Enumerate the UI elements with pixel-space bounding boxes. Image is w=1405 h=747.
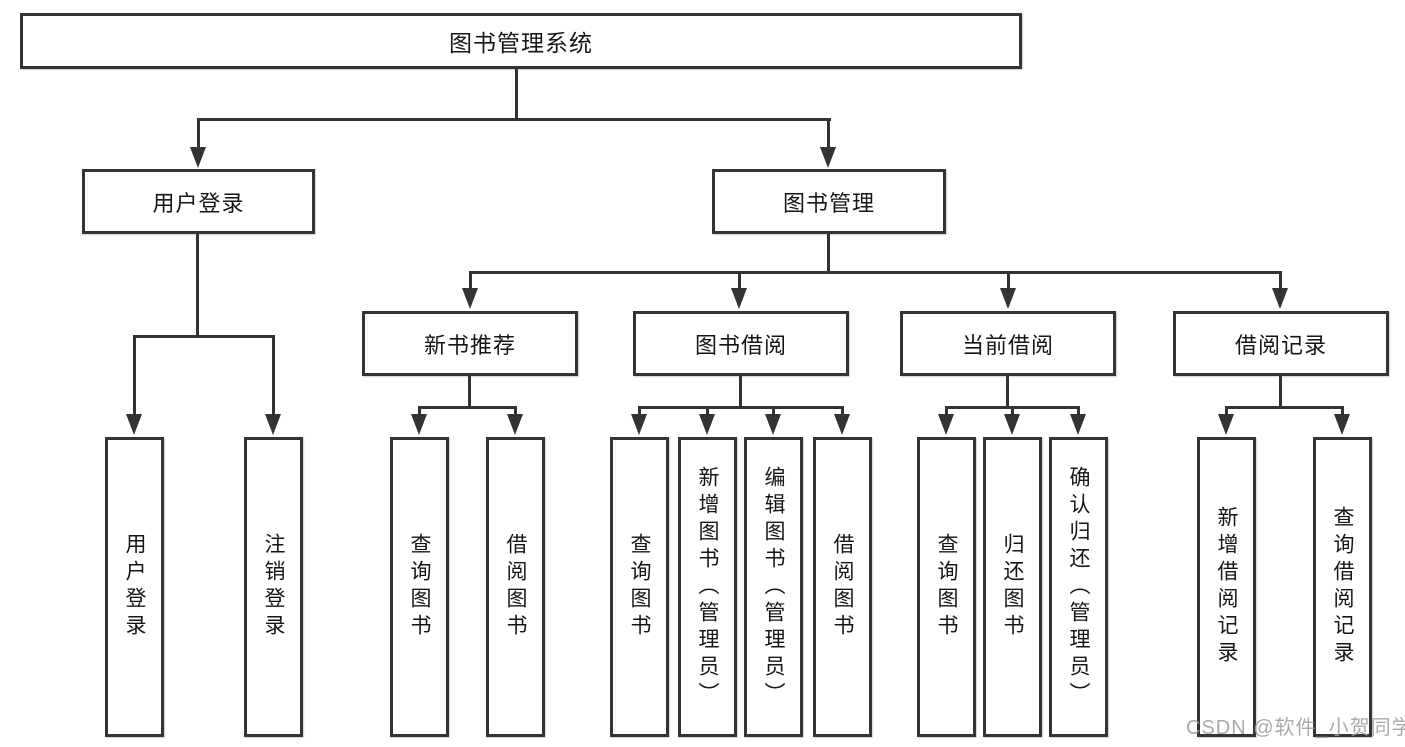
node-label: 新书推荐 [423,332,516,358]
connector-line [133,335,136,415]
arrow-down-icon [1334,414,1350,435]
leaf-label: 查询图书 [935,533,958,641]
connector-line [197,118,831,121]
arrow-down-icon [190,147,206,168]
arrow-down-icon [938,414,954,435]
arrow-down-icon [1272,288,1288,309]
node-label: 当前借阅 [961,332,1054,358]
node-current-borrow: 当前借阅 [900,311,1116,376]
leaf-label: 编辑图书（管理员） [762,465,785,709]
connector-line [1341,406,1344,416]
node-book-borrow: 图书借阅 [633,311,849,376]
connector-line [1225,406,1228,416]
connector-line [772,406,775,416]
arrow-down-icon [462,288,478,309]
node-label: 图书管理 [782,190,875,216]
leaf-label: 确认归还（管理员） [1067,465,1090,709]
connector-line [133,335,275,338]
leaf-label: 查询图书 [628,533,651,641]
arrow-down-icon [126,414,142,435]
arrow-down-icon [411,414,427,435]
node-borrow-records: 借阅记录 [1173,311,1389,376]
connector-line [197,118,200,149]
leaf-label: 查询借阅记录 [1331,506,1354,668]
leaf-label: 归还图书 [1001,533,1024,641]
arrow-down-icon [265,414,281,435]
node-book-management: 图书管理 [712,169,946,234]
connector-line [1279,376,1282,409]
connector-line [706,406,709,416]
connector-line [1007,271,1010,289]
leaf-label: 新增借阅记录 [1215,506,1238,668]
node-label: 图书借阅 [694,332,787,358]
connector-line [827,118,830,149]
connector-line [1006,376,1009,409]
arrow-down-icon [1000,288,1016,309]
connector-line [1225,406,1344,409]
arrow-down-icon [631,414,647,435]
connector-line [196,234,199,338]
connector-line [418,406,421,416]
connector-line [827,234,830,274]
connector-line [638,406,641,416]
arrow-down-icon [1004,414,1020,435]
arrow-down-icon [820,147,836,168]
leaf-query-books-borrow: 查询图书 [610,437,669,737]
arrow-down-icon [1218,414,1234,435]
leaf-confirm-return-admin: 确认归还（管理员） [1049,437,1108,737]
arrow-down-icon [834,414,850,435]
node-label: 借阅记录 [1234,332,1327,358]
connector-line [841,406,844,416]
connector-line [1011,406,1014,416]
node-label: 图书管理系统 [449,30,593,56]
leaf-borrow-books: 借阅图书 [813,437,872,737]
connector-line [515,69,518,120]
node-label: 用户登录 [152,190,245,216]
leaf-user-login: 用户登录 [105,437,164,737]
leaf-label: 查询图书 [408,533,431,641]
leaf-label: 用户登录 [123,533,146,641]
leaf-label: 注销登录 [262,533,285,641]
leaf-label: 新增图书（管理员） [696,465,719,709]
connector-line [418,406,517,409]
connector-line [469,271,1282,274]
arrow-down-icon [507,414,523,435]
csdn-watermark: CSDN @软件_小贺同学 [1186,717,1405,739]
leaf-add-borrow-record: 新增借阅记录 [1197,437,1256,737]
connector-line [514,406,517,416]
leaf-borrow-books-recommend: 借阅图书 [486,437,545,737]
leaf-logout: 注销登录 [244,437,303,737]
connector-line [739,376,742,409]
arrow-down-icon [731,288,747,309]
connector-line [738,271,741,289]
leaf-add-books-admin: 新增图书（管理员） [678,437,737,737]
leaf-query-books-current: 查询图书 [917,437,976,737]
connector-line [945,406,948,416]
node-new-book-recommend: 新书推荐 [362,311,578,376]
connector-line [1077,406,1080,416]
connector-line [638,406,844,409]
leaf-edit-books-admin: 编辑图书（管理员） [744,437,803,737]
leaf-return-books: 归还图书 [983,437,1042,737]
arrow-down-icon [765,414,781,435]
leaf-label: 借阅图书 [504,533,527,641]
leaf-query-borrow-record: 查询借阅记录 [1313,437,1372,737]
leaf-query-books-recommend: 查询图书 [390,437,449,737]
node-library-system: 图书管理系统 [20,13,1022,69]
connector-line [469,271,472,289]
connector-line [1279,271,1282,289]
leaf-label: 借阅图书 [831,533,854,641]
node-user-login: 用户登录 [82,169,315,234]
arrow-down-icon [699,414,715,435]
connector-line [272,335,275,415]
arrow-down-icon [1070,414,1086,435]
connector-line [468,376,471,409]
